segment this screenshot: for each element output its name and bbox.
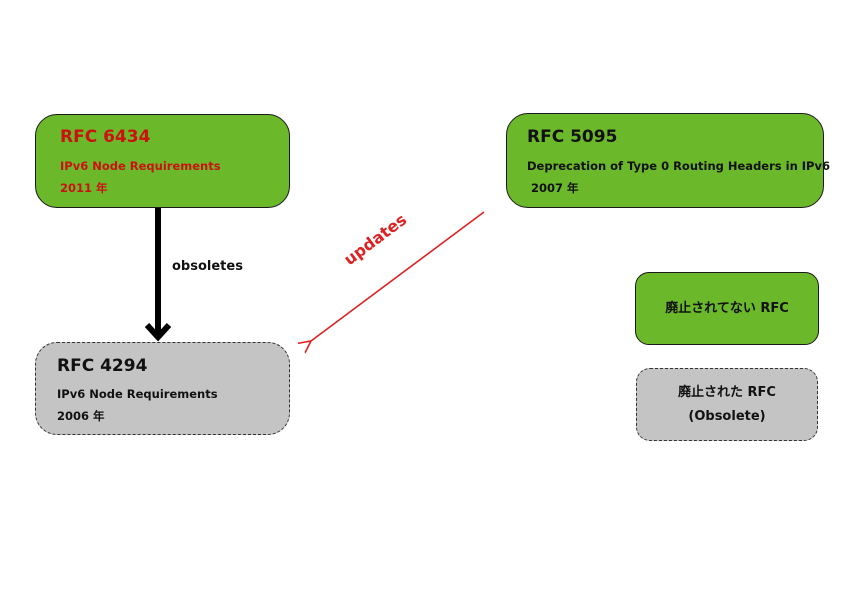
node-rfc4294: RFC 4294 IPv6 Node Requirements 2006 年 (35, 342, 290, 435)
legend-obsolete-label: 廃止された RFC (678, 384, 776, 400)
node-rfc4294-title: RFC 4294 (57, 356, 148, 376)
legend-current-label: 廃止されてない RFC (665, 300, 789, 316)
node-rfc6434-year: 2011 年 (60, 181, 108, 195)
node-rfc5095-year: 2007 年 (531, 181, 579, 195)
updates-arrow (311, 211, 485, 341)
obsoletes-arrow-head (144, 322, 172, 342)
obsoletes-arrow (144, 207, 172, 342)
node-rfc6434: RFC 6434 IPv6 Node Requirements 2011 年 (35, 114, 290, 208)
node-rfc4294-subtitle: IPv6 Node Requirements (57, 387, 218, 401)
node-rfc4294-year: 2006 年 (57, 409, 105, 423)
node-rfc5095: RFC 5095 Deprecation of Type 0 Routing H… (506, 113, 830, 208)
obsoletes-label: obsoletes (172, 259, 243, 274)
node-rfc6434-title: RFC 6434 (60, 127, 151, 147)
legend-obsolete: 廃止された RFC (Obsolete) (636, 368, 818, 441)
legend-obsolete-note: (Obsolete) (688, 408, 766, 424)
legend-current: 廃止されてない RFC (635, 272, 819, 345)
node-rfc5095-title: RFC 5095 (527, 127, 618, 147)
node-rfc6434-subtitle: IPv6 Node Requirements (60, 159, 221, 173)
node-rfc5095-subtitle: Deprecation of Type 0 Routing Headers in… (527, 159, 830, 173)
